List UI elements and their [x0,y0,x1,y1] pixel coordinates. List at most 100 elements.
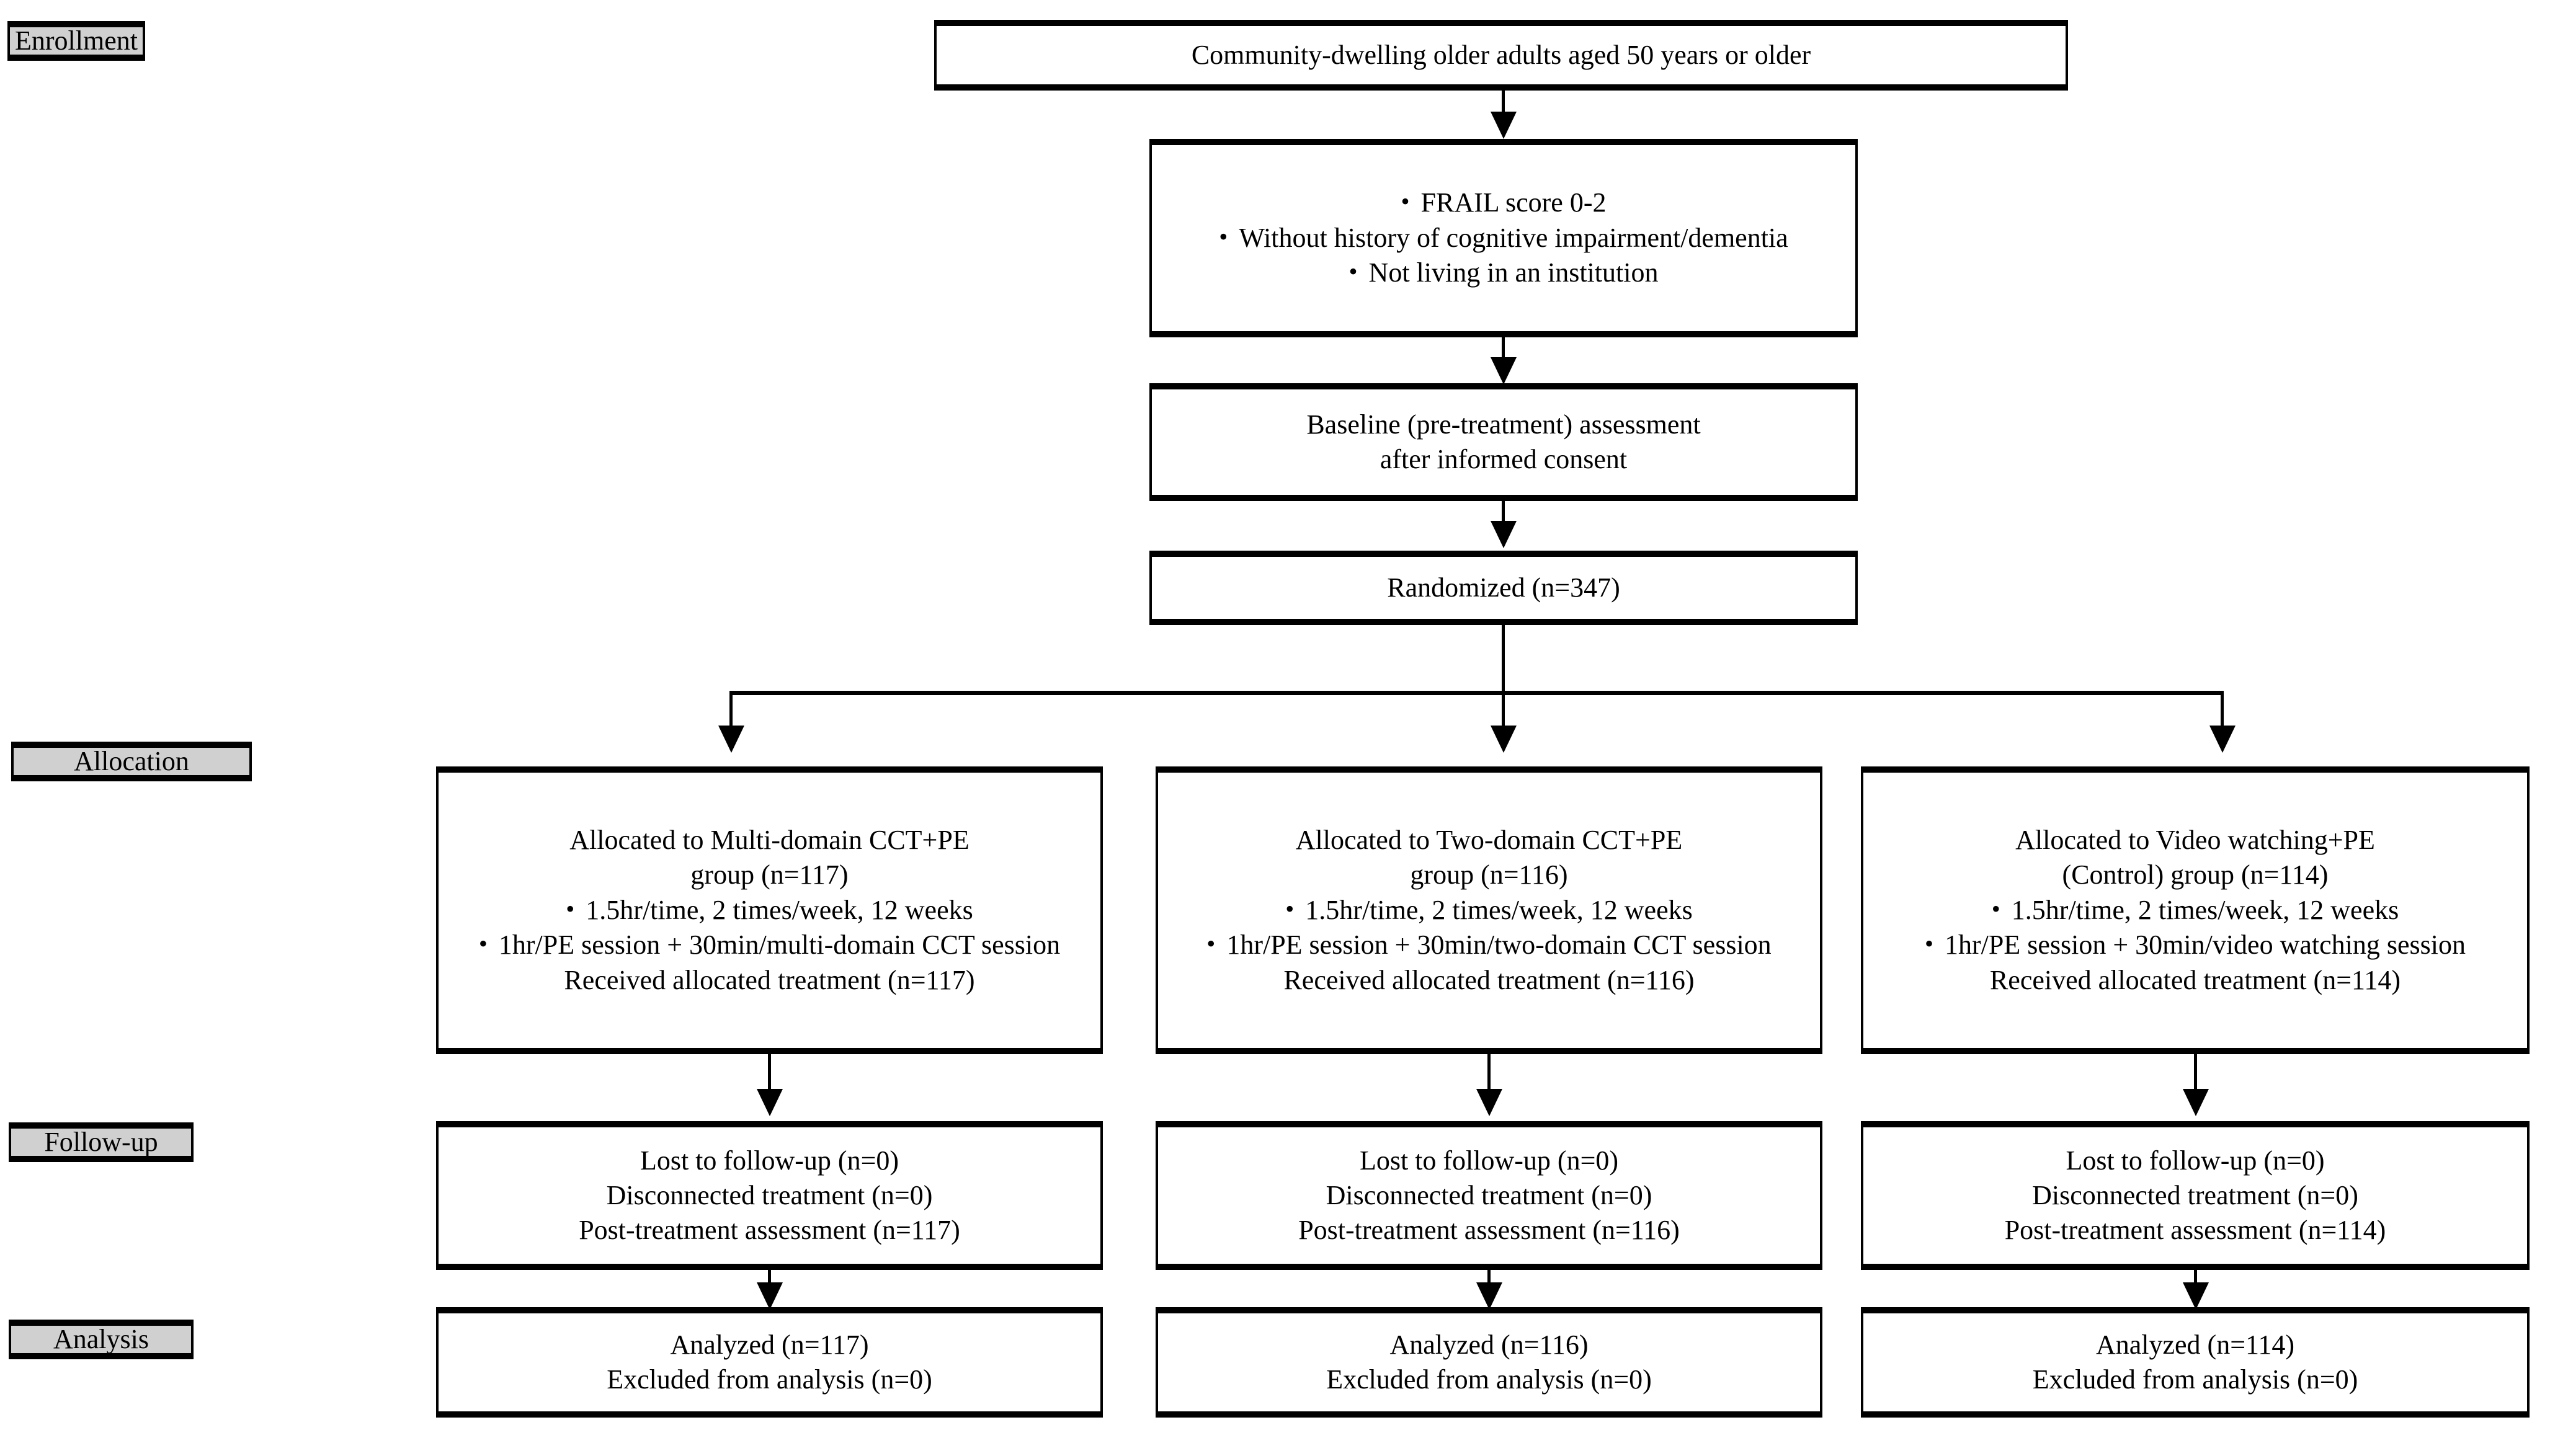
analysis-line: Excluded from analysis (n=0) [607,1364,932,1395]
criteria-item: • FRAIL score 0-2 [1152,185,1855,221]
allocation-bullet-item: • 1hr/PE session + 30min/multi-domain CCT… [439,928,1100,963]
allocation-bullet-list: • 1.5hr/time, 2 times/week, 12 weeks • 1hr… [1863,893,2527,963]
arrowhead-arm-2-analysis [1476,1282,1502,1310]
allocation-heading-line-2: group (n=116) [1410,859,1568,890]
branch-horizontal-bar [729,691,2224,695]
analysis-line: Analyzed (n=114) [2095,1329,2295,1360]
allocation-received-text: Received allocated treatment (n=114) [1989,964,2401,995]
criteria-text: FRAIL score 0-2 [1420,187,1607,218]
connector-baseline-to-randomized [1502,501,1505,532]
allocation-bullet-list: • 1.5hr/time, 2 times/week, 12 weeks • 1hr… [1158,893,1820,963]
criteria-text: Not living in an institution [1368,257,1659,288]
bullet-icon: • [566,894,575,923]
arrowhead-arm-1-followup [757,1089,783,1116]
arrowhead-arm-1-allocation [718,726,744,753]
baseline-assessment-box: Baseline (pre-treatment) assessment afte… [1149,383,1858,501]
allocation-received-text: Received allocated treatment (n=117) [564,964,975,995]
bullet-icon: • [1401,187,1410,216]
bullet-icon: • [1206,930,1216,958]
criteria-list: • FRAIL score 0-2 • Without history of cog… [1152,185,1855,291]
stage-label-enrollment-text: Enrollment [15,25,138,56]
branch-leg-arm-1 [729,691,733,749]
connector-criteria-to-baseline [1502,337,1505,368]
analysis-line: Excluded from analysis (n=0) [1326,1364,1652,1395]
arrowhead-baseline-to-randomized [1491,521,1517,548]
stage-label-allocation: Allocation [11,742,252,781]
branch-leg-arm-3 [2221,691,2224,749]
arrowhead-criteria-to-baseline [1491,357,1517,384]
allocation-bullet-list: • 1.5hr/time, 2 times/week, 12 weeks • 1hr… [439,893,1100,963]
followup-box-arm-2: Lost to follow-up (n=0) Disconnected tre… [1156,1121,1822,1270]
allocation-box-arm-3: Allocated to Video watching+PE (Control)… [1861,766,2530,1054]
stage-label-analysis-text: Analysis [53,1323,149,1354]
stage-label-enrollment: Enrollment [7,21,145,61]
allocation-bullet-text: 1hr/PE session + 30min/video watching se… [1945,930,2466,961]
allocation-bullet-item: • 1.5hr/time, 2 times/week, 12 weeks [1158,893,1820,928]
followup-line: Post-treatment assessment (n=117) [579,1215,960,1246]
allocation-bullet-text: 1.5hr/time, 2 times/week, 12 weeks [586,894,973,925]
enrollment-source-box: Community-dwelling older adults aged 50 … [934,20,2068,91]
arrowhead-arm-2-allocation [1491,726,1517,753]
stage-label-followup: Follow-up [9,1122,194,1162]
analysis-line: Analyzed (n=116) [1389,1329,1589,1360]
allocation-bullet-text: 1hr/PE session + 30min/multi-domain CCT … [498,930,1061,961]
randomized-text: Randomized (n=347) [1387,572,1620,603]
bullet-icon: • [1219,222,1228,251]
stage-label-analysis: Analysis [9,1320,194,1359]
followup-box-arm-1: Lost to follow-up (n=0) Disconnected tre… [436,1121,1103,1270]
allocation-box-arm-1: Allocated to Multi-domain CCT+PE group (… [436,766,1103,1054]
bullet-icon: • [478,930,488,958]
followup-line: Disconnected treatment (n=0) [2032,1179,2358,1210]
connector-arm-2-allocation-to-followup [1487,1054,1491,1099]
allocation-heading-line-2: group (n=117) [690,859,849,890]
stage-label-allocation-text: Allocation [74,745,189,776]
connector-randomized-down [1502,625,1505,695]
branch-leg-arm-2 [1502,691,1505,749]
allocation-heading-line-1: Allocated to Two-domain CCT+PE [1295,825,1683,856]
analysis-box-arm-1: Analyzed (n=117) Excluded from analysis … [436,1307,1103,1418]
bullet-icon: • [1285,894,1295,923]
criteria-text: Without history of cognitive impairment/… [1239,222,1788,253]
followup-line: Lost to follow-up (n=0) [2066,1145,2325,1176]
arrowhead-source-to-criteria [1491,112,1517,139]
criteria-item: • Without history of cognitive impairment… [1152,221,1855,256]
followup-line: Lost to follow-up (n=0) [1359,1145,1619,1176]
analysis-box-arm-2: Analyzed (n=116) Excluded from analysis … [1156,1307,1822,1418]
allocation-box-arm-2: Allocated to Two-domain CCT+PE group (n=… [1156,766,1822,1054]
arrowhead-arm-1-analysis [757,1282,783,1310]
followup-line: Post-treatment assessment (n=116) [1298,1215,1680,1246]
allocation-bullet-text: 1hr/PE session + 30min/two-domain CCT se… [1226,930,1772,961]
analysis-line: Excluded from analysis (n=0) [2032,1364,2358,1395]
allocation-heading-line-2: (Control) group (n=114) [2062,859,2329,890]
allocation-bullet-item: • 1hr/PE session + 30min/video watching s… [1863,928,2527,963]
analysis-box-arm-3: Analyzed (n=114) Excluded from analysis … [1861,1307,2530,1418]
allocation-heading-line-1: Allocated to Multi-domain CCT+PE [569,825,970,856]
connector-arm-3-allocation-to-followup [2194,1054,2197,1099]
connector-arm-1-allocation-to-followup [768,1054,771,1099]
arrowhead-arm-3-allocation [2209,726,2236,753]
baseline-line-2: after informed consent [1380,444,1628,474]
followup-line: Disconnected treatment (n=0) [606,1179,933,1210]
criteria-item: • Not living in an institution [1152,255,1855,291]
allocation-bullet-text: 1.5hr/time, 2 times/week, 12 weeks [1305,894,1693,925]
enrollment-source-text: Community-dwelling older adults aged 50 … [1191,39,1811,70]
allocation-bullet-item: • 1hr/PE session + 30min/two-domain CCT s… [1158,928,1820,963]
allocation-received-text: Received allocated treatment (n=116) [1283,964,1695,995]
followup-box-arm-3: Lost to follow-up (n=0) Disconnected tre… [1861,1121,2530,1270]
stage-label-followup-text: Follow-up [44,1126,158,1157]
allocation-bullet-item: • 1.5hr/time, 2 times/week, 12 weeks [1863,893,2527,928]
followup-line: Post-treatment assessment (n=114) [2004,1215,2386,1246]
bullet-icon: • [1991,894,2000,923]
arrowhead-arm-3-analysis [2183,1282,2209,1310]
baseline-line-1: Baseline (pre-treatment) assessment [1306,409,1701,440]
connector-source-to-criteria [1502,91,1505,123]
analysis-line: Analyzed (n=117) [670,1329,869,1360]
allocation-bullet-item: • 1.5hr/time, 2 times/week, 12 weeks [439,893,1100,928]
allocation-heading-line-1: Allocated to Video watching+PE [2015,825,2375,856]
allocation-bullet-text: 1.5hr/time, 2 times/week, 12 weeks [2011,894,2399,925]
followup-line: Disconnected treatment (n=0) [1326,1179,1652,1210]
bullet-icon: • [1349,257,1358,286]
bullet-icon: • [1924,930,1933,958]
followup-line: Lost to follow-up (n=0) [640,1145,899,1176]
